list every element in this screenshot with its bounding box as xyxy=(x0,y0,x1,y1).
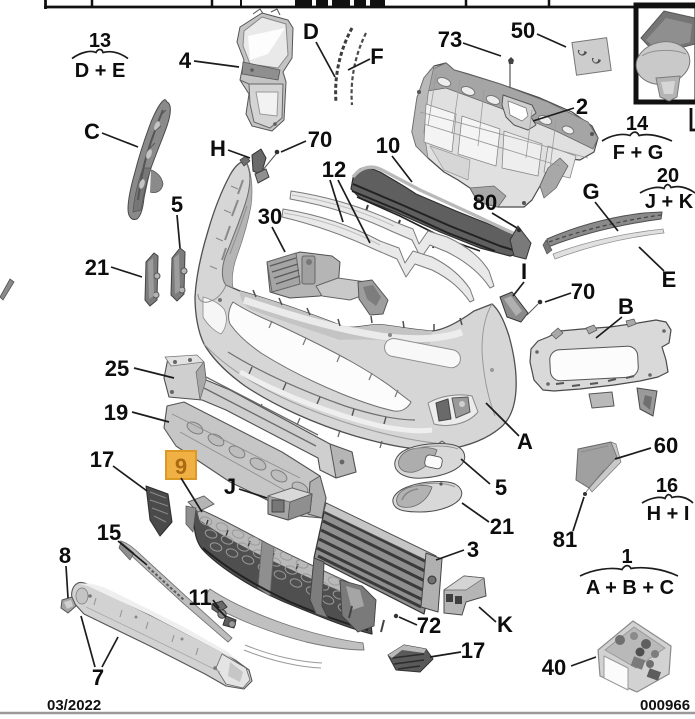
svg-text:17: 17 xyxy=(90,447,114,472)
svg-text:K: K xyxy=(497,612,513,637)
svg-text:72: 72 xyxy=(417,613,441,638)
svg-text:5: 5 xyxy=(495,475,507,500)
svg-text:A: A xyxy=(517,429,533,454)
svg-text:9: 9 xyxy=(175,454,187,479)
svg-text:D + E: D + E xyxy=(75,60,126,82)
svg-text:F: F xyxy=(370,44,383,69)
svg-text:3: 3 xyxy=(467,537,479,562)
svg-text:19: 19 xyxy=(104,400,128,425)
svg-text:I: I xyxy=(521,259,527,284)
svg-text:8: 8 xyxy=(59,543,71,568)
svg-text:21: 21 xyxy=(490,514,514,539)
svg-text:7: 7 xyxy=(92,665,104,690)
svg-text:J + K: J + K xyxy=(645,191,694,213)
svg-text:H + I: H + I xyxy=(647,503,690,525)
svg-text:J: J xyxy=(224,474,236,499)
svg-text:C: C xyxy=(84,119,100,144)
svg-text:60: 60 xyxy=(654,433,678,458)
svg-text:40: 40 xyxy=(542,655,566,680)
svg-text:50: 50 xyxy=(511,18,535,43)
svg-text:5: 5 xyxy=(171,192,183,217)
svg-text:03/2022: 03/2022 xyxy=(47,697,101,714)
svg-text:2: 2 xyxy=(576,94,588,119)
svg-text:10: 10 xyxy=(376,133,400,158)
svg-text:A + B + C: A + B + C xyxy=(586,577,674,599)
svg-text:15: 15 xyxy=(97,520,121,545)
svg-text:G: G xyxy=(582,179,599,204)
svg-text:F + G: F + G xyxy=(613,142,664,164)
svg-text:70: 70 xyxy=(308,127,332,152)
svg-text:11: 11 xyxy=(188,585,211,610)
svg-text:80: 80 xyxy=(473,190,497,215)
svg-text:D: D xyxy=(303,19,319,44)
svg-text:16: 16 xyxy=(656,475,678,497)
svg-text:70: 70 xyxy=(571,279,595,304)
svg-text:73: 73 xyxy=(438,27,462,52)
svg-text:21: 21 xyxy=(85,255,109,280)
svg-text:81: 81 xyxy=(553,527,577,552)
svg-text:H: H xyxy=(210,136,226,161)
svg-text:25: 25 xyxy=(105,356,129,381)
svg-text:1: 1 xyxy=(621,546,632,568)
svg-text:12: 12 xyxy=(322,157,346,182)
svg-text:14: 14 xyxy=(626,113,649,135)
svg-text:E: E xyxy=(662,267,677,292)
svg-text:B: B xyxy=(618,294,634,319)
svg-text:17: 17 xyxy=(461,638,485,663)
svg-text:13: 13 xyxy=(89,30,111,52)
svg-text:000966: 000966 xyxy=(640,697,690,714)
svg-text:4: 4 xyxy=(179,48,192,73)
svg-text:20: 20 xyxy=(657,165,679,187)
svg-text:30: 30 xyxy=(258,204,282,229)
